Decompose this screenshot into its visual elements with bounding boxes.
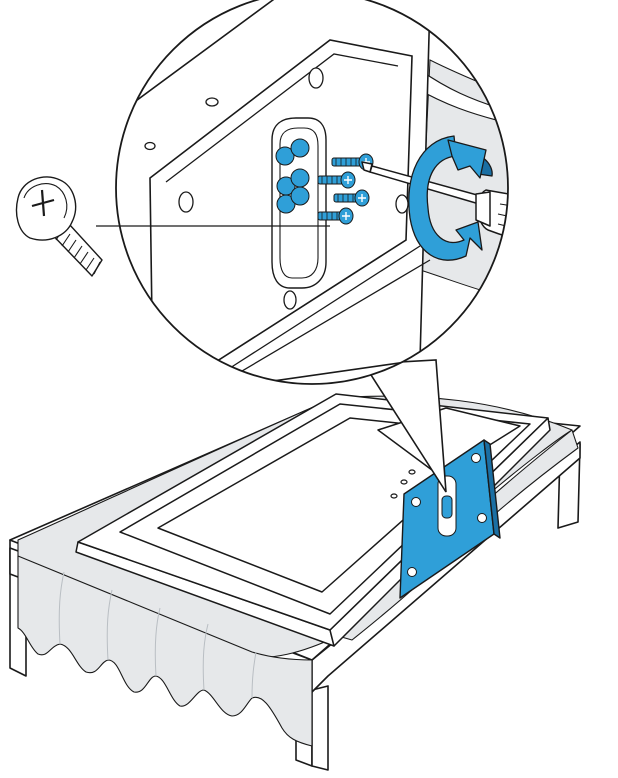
lens-mount-holes	[275, 138, 310, 214]
lens-frame-holes	[144, 67, 409, 310]
cloth-folds	[58, 571, 257, 699]
rotate-arrow-body	[408, 135, 483, 261]
screw-2	[317, 171, 356, 189]
lens-cloth-edge	[415, 68, 508, 125]
tv-back-holes	[390, 469, 416, 499]
mount-bracket-center-slot	[437, 475, 457, 537]
screw-3	[333, 189, 370, 207]
screwdriver-handle-grooves	[497, 203, 508, 241]
mount-bracket-holes	[407, 453, 487, 577]
cloth-front-drape	[17, 555, 313, 747]
table-leg-front-right	[311, 685, 329, 771]
screwdriver-ferrule	[475, 191, 491, 227]
screw-4	[317, 207, 354, 225]
screwdriver-tip	[361, 161, 373, 173]
lens-vesa-recess-inner	[279, 127, 319, 279]
mount-bracket-icon	[399, 439, 501, 599]
screw-closeup-head	[15, 176, 77, 241]
screwdriver-handle	[477, 189, 508, 248]
mount-bracket-edge	[483, 439, 501, 539]
magnified-view	[115, 0, 509, 385]
rotate-arrow-head	[447, 139, 487, 179]
rotate-clockwise-arrow-icon	[408, 135, 493, 261]
lens-tv-bevel	[165, 53, 399, 183]
magnified-view-border	[115, 0, 509, 385]
lens-tv-lower-edge	[219, 245, 431, 384]
screw-closeup-icon	[15, 176, 103, 277]
screw-closeup-head-rim	[23, 183, 68, 219]
screw-closeup-cross	[31, 189, 55, 217]
